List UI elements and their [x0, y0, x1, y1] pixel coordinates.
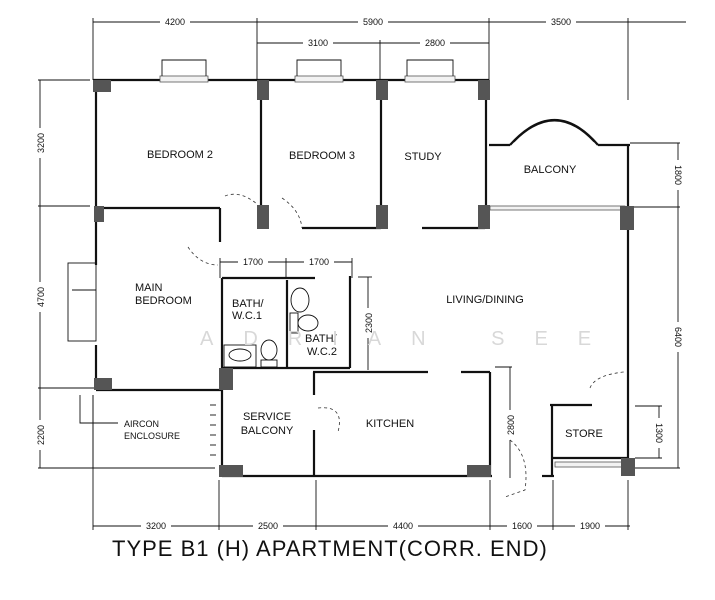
svg-text:ENCLOSURE: ENCLOSURE — [124, 431, 180, 441]
svg-text:W.C.1: W.C.1 — [232, 310, 262, 322]
svg-text:BATH/: BATH/ — [305, 333, 338, 345]
svg-text:3500: 3500 — [551, 17, 571, 27]
svg-text:MAIN: MAIN — [135, 282, 163, 294]
svg-text:BATH/: BATH/ — [232, 298, 265, 310]
svg-text:5900: 5900 — [363, 17, 383, 27]
svg-text:LIVING/DINING: LIVING/DINING — [446, 294, 524, 306]
svg-text:6400: 6400 — [673, 327, 683, 347]
svg-text:BALCONY: BALCONY — [241, 425, 294, 437]
walls — [67, 59, 630, 478]
svg-text:BEDROOM 2: BEDROOM 2 — [147, 149, 213, 161]
dimension-lines — [38, 18, 686, 530]
svg-text:1700: 1700 — [243, 257, 263, 267]
svg-text:STUDY: STUDY — [404, 151, 442, 163]
door-swings — [187, 193, 625, 498]
svg-text:SERVICE: SERVICE — [243, 411, 291, 423]
watermark: ADRIAN SEE — [200, 328, 621, 350]
svg-text:2800: 2800 — [425, 38, 445, 48]
svg-text:2300: 2300 — [364, 313, 374, 333]
svg-text:4200: 4200 — [165, 17, 185, 27]
svg-text:1700: 1700 — [309, 257, 329, 267]
svg-text:W.C.2: W.C.2 — [307, 346, 337, 358]
columns — [93, 80, 635, 477]
svg-text:4700: 4700 — [36, 287, 46, 307]
svg-text:3200: 3200 — [146, 521, 166, 531]
svg-text:AIRCON: AIRCON — [124, 419, 159, 429]
plan-title: TYPE B1 (H) APARTMENT(CORR. END) — [112, 536, 548, 561]
svg-text:1900: 1900 — [580, 521, 600, 531]
svg-text:1600: 1600 — [512, 521, 532, 531]
svg-text:2200: 2200 — [36, 425, 46, 445]
svg-text:2500: 2500 — [258, 521, 278, 531]
svg-text:1300: 1300 — [654, 423, 664, 443]
svg-text:STORE: STORE — [565, 428, 603, 440]
room-labels: BEDROOM 2 BEDROOM 3 STUDY BALCONY MAIN B… — [124, 149, 603, 441]
svg-text:1800: 1800 — [673, 165, 683, 185]
svg-text:2800: 2800 — [506, 415, 516, 435]
svg-text:4400: 4400 — [393, 521, 413, 531]
dimension-labels: 4200 5900 3500 3100 2800 3200 4700 2200 … — [34, 16, 684, 532]
svg-text:KITCHEN: KITCHEN — [366, 418, 414, 430]
svg-text:3100: 3100 — [308, 38, 328, 48]
svg-text:BEDROOM 3: BEDROOM 3 — [289, 150, 355, 162]
svg-text:3200: 3200 — [36, 133, 46, 153]
svg-text:BALCONY: BALCONY — [524, 164, 577, 176]
svg-text:BEDROOM: BEDROOM — [135, 295, 192, 307]
